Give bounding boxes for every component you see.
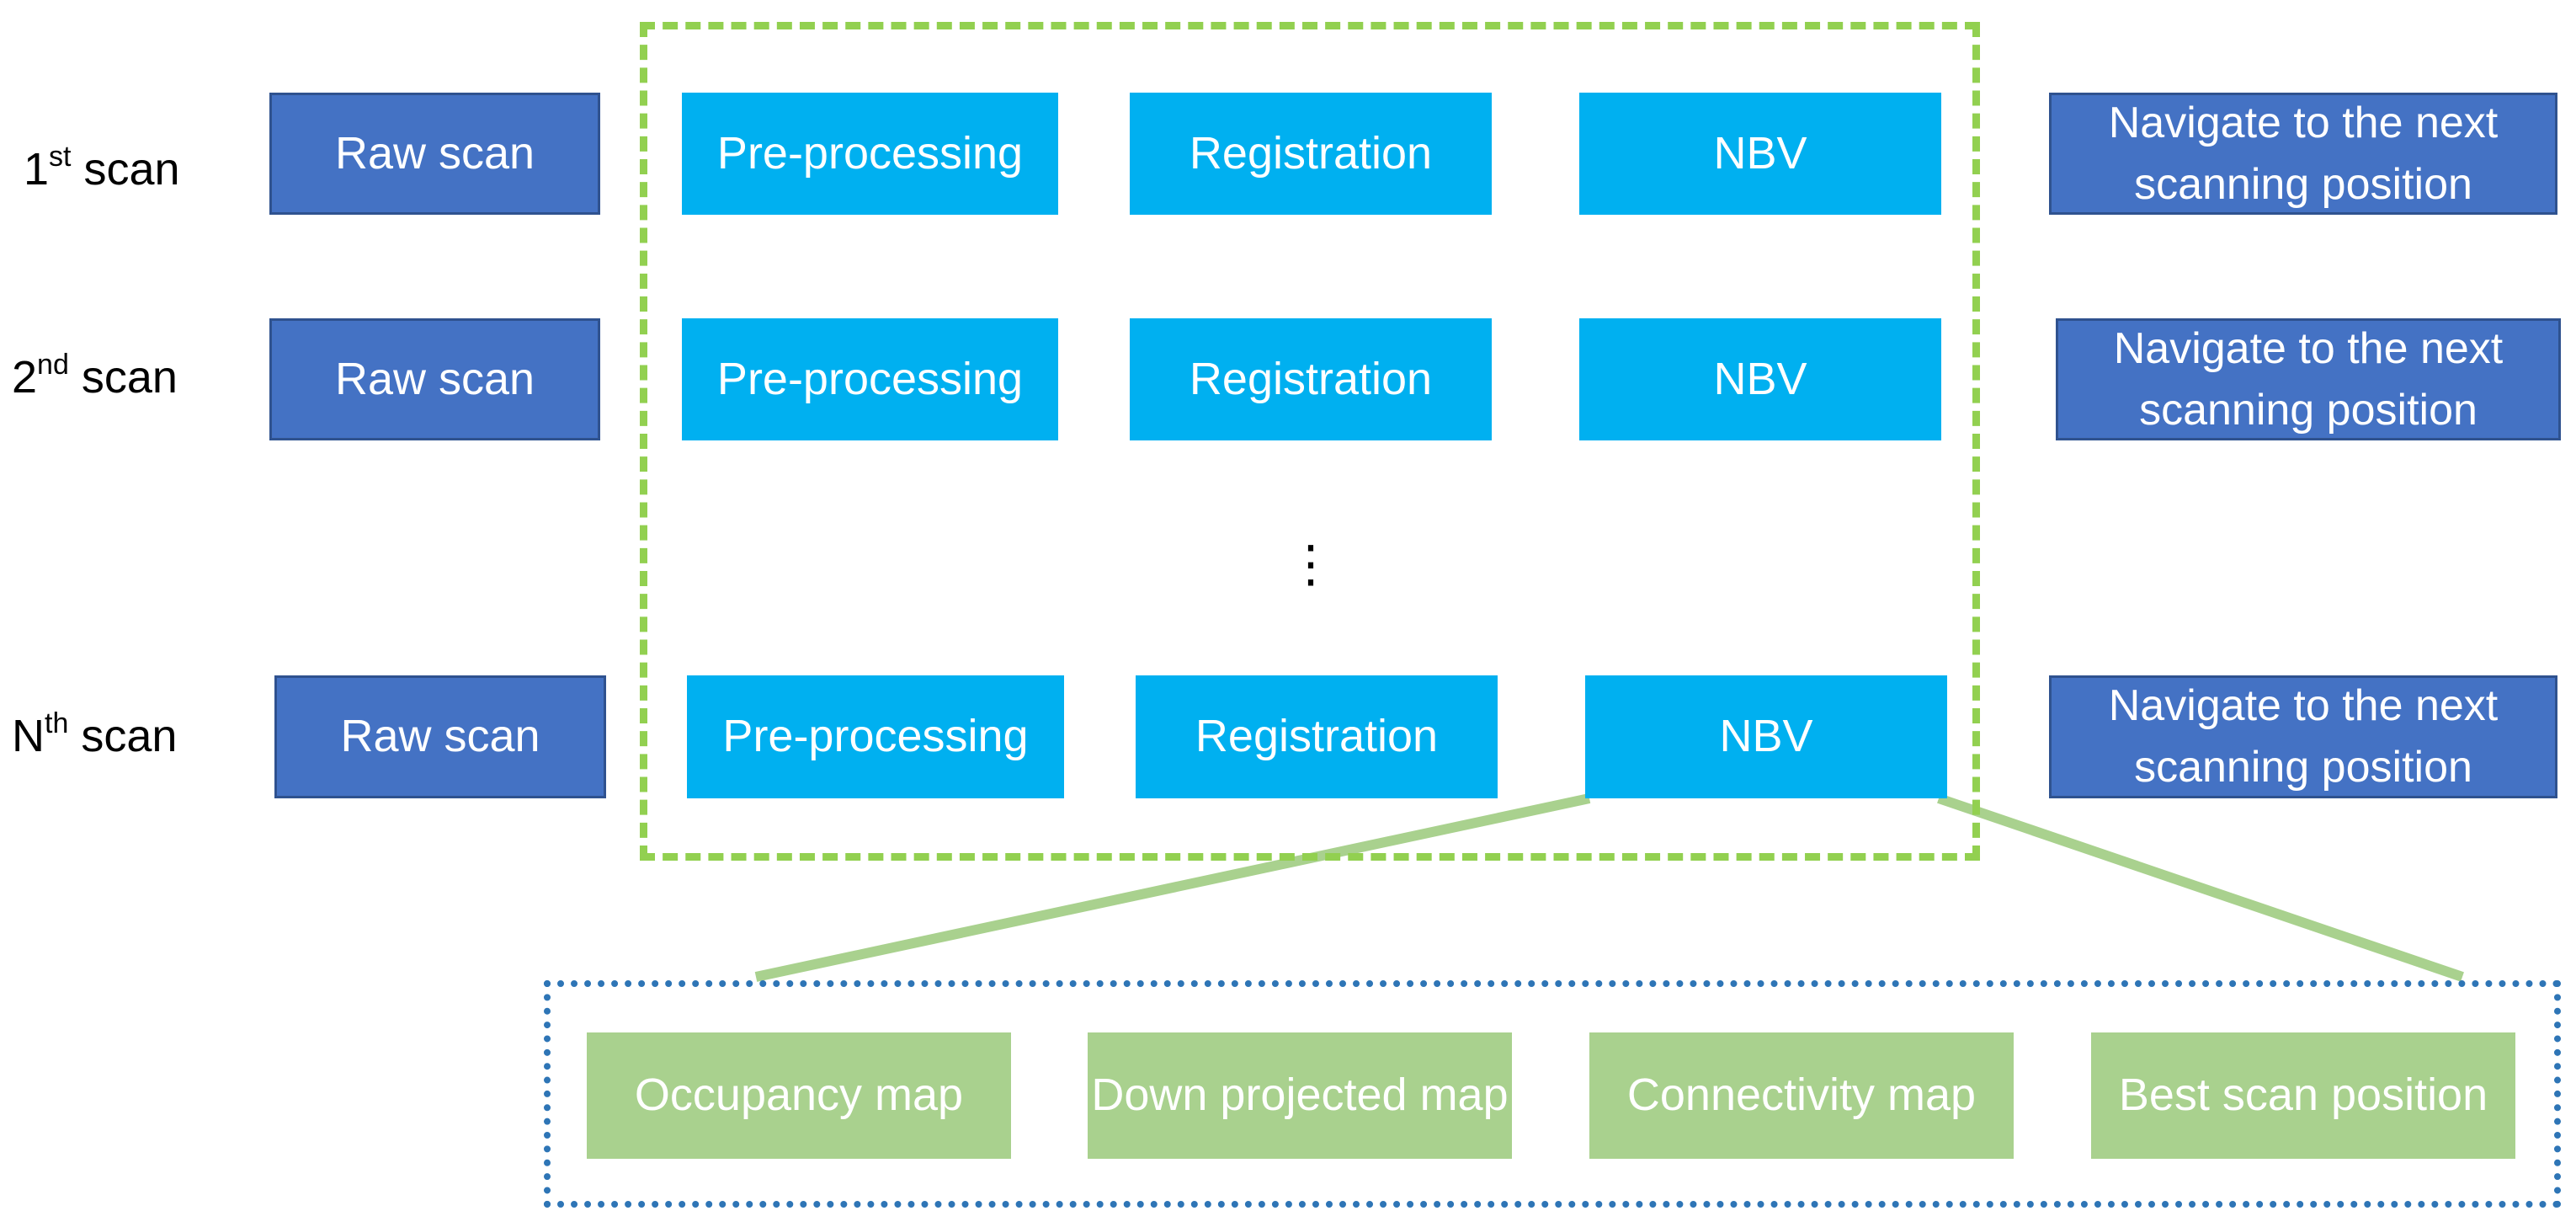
pre-processing-box: Pre-processing (687, 675, 1064, 798)
row-label-text: scan (68, 352, 178, 403)
row-label-text: scan (71, 144, 180, 195)
down-projected-map-box: Down projected map (1088, 1032, 1512, 1159)
raw-scan-box: Raw scan (274, 675, 606, 798)
row-label-2nd-scan: 2nd scan (12, 349, 178, 403)
navigate-next-position-box: Navigate to the next scanning position (2049, 93, 2557, 215)
best-scan-position-box: Best scan position (2091, 1032, 2515, 1159)
navigate-next-position-box: Navigate to the next scanning position (2056, 318, 2561, 440)
registration-box: Registration (1136, 675, 1498, 798)
nbv-detail-panel-border (544, 980, 2561, 1208)
occupancy-map-box: Occupancy map (587, 1032, 1011, 1159)
navigate-next-position-box: Navigate to the next scanning position (2049, 675, 2557, 798)
nbv-box: NBV (1579, 318, 1941, 440)
registration-box: Registration (1130, 318, 1492, 440)
connector-line-right (1937, 793, 2464, 982)
registration-box: Registration (1130, 93, 1492, 215)
row-label-number: N (12, 711, 45, 761)
connector-line-left (754, 793, 1591, 982)
row-ellipsis: ⋮ (1285, 536, 1336, 592)
nbv-box: NBV (1579, 93, 1941, 215)
nbv-box: NBV (1585, 675, 1947, 798)
row-label-number: 1 (24, 144, 50, 195)
row-label-ordinal: st (49, 141, 72, 173)
raw-scan-box: Raw scan (269, 318, 600, 440)
row-label-nth-scan: Nth scan (12, 707, 178, 762)
row-label-ordinal: nd (37, 349, 69, 381)
row-label-text: scan (68, 711, 178, 761)
raw-scan-box: Raw scan (269, 93, 600, 215)
row-label-ordinal: th (45, 707, 69, 739)
pre-processing-box: Pre-processing (682, 93, 1058, 215)
row-label-number: 2 (12, 352, 38, 403)
row-label-1st-scan: 1st scan (24, 141, 180, 195)
processing-group-border (640, 22, 1980, 861)
connectivity-map-box: Connectivity map (1589, 1032, 2014, 1159)
pre-processing-box: Pre-processing (682, 318, 1058, 440)
